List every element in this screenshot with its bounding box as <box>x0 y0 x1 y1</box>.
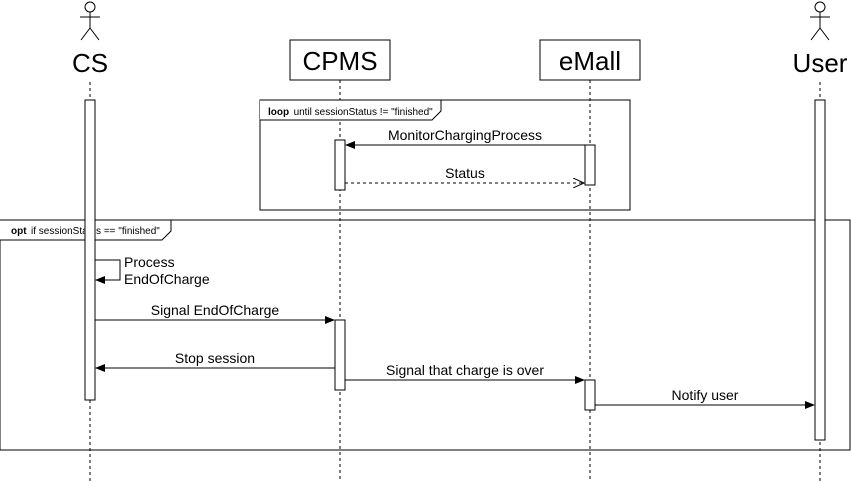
message-monitor-charging-process: MonitorChargingProcess <box>345 127 585 149</box>
participant-label-cpms: CPMS <box>302 46 377 76</box>
message-label: MonitorChargingProcess <box>388 127 542 143</box>
loop-frame-condition: until sessionStatus != "finished" <box>294 107 434 118</box>
svg-text:opt if sessionStatus == "finis: opt if sessionStatus == "finished" <box>11 221 160 238</box>
message-process-end-of-charge: Process EndOfCharge <box>95 254 210 287</box>
message-label: Process <box>124 254 175 270</box>
activation-bar-cs <box>84 99 96 401</box>
message-label: Notify user <box>672 387 739 403</box>
participant-emall: eMall <box>539 39 641 81</box>
opt-frame-keyword: opt <box>11 226 27 237</box>
message-label: EndOfCharge <box>124 271 210 287</box>
participant-label-user: User <box>793 48 848 78</box>
actor-cs: CS <box>72 1 108 78</box>
stick-figure-icon <box>810 1 830 41</box>
activation-bar-user <box>814 99 826 441</box>
message-label: Status <box>445 165 485 181</box>
activation-bar-cpms-loop <box>334 139 346 191</box>
message-signal-end-of-charge: Signal EndOfCharge <box>95 302 335 324</box>
opt-frame: opt if sessionStatus == "finished" <box>0 219 851 451</box>
activation-bar-cpms-opt <box>334 319 346 391</box>
participant-label-cs: CS <box>72 48 108 78</box>
activation-bar-emall-opt <box>584 379 596 411</box>
participant-cpms: CPMS <box>289 39 391 81</box>
participant-label-emall: eMall <box>559 46 621 76</box>
message-signal-charge-over: Signal that charge is over <box>345 362 585 384</box>
message-label: Signal that charge is over <box>386 362 544 378</box>
message-label: Signal EndOfCharge <box>151 302 280 318</box>
message-status: Status <box>345 165 584 183</box>
opt-frame-condition: if sessionStatus == "finished" <box>31 226 160 237</box>
stick-figure-icon <box>80 1 100 41</box>
loop-frame: loop until sessionStatus != "finished" <box>259 99 631 211</box>
svg-text:loop until sessionStatus != "f: loop until sessionStatus != "finished" <box>268 102 433 119</box>
message-notify-user: Notify user <box>595 387 815 409</box>
message-label: Stop session <box>175 350 255 366</box>
activation-bar-emall-loop <box>584 144 596 186</box>
message-stop-session: Stop session <box>95 350 335 372</box>
actor-user: User <box>793 1 848 78</box>
loop-frame-keyword: loop <box>268 107 289 118</box>
